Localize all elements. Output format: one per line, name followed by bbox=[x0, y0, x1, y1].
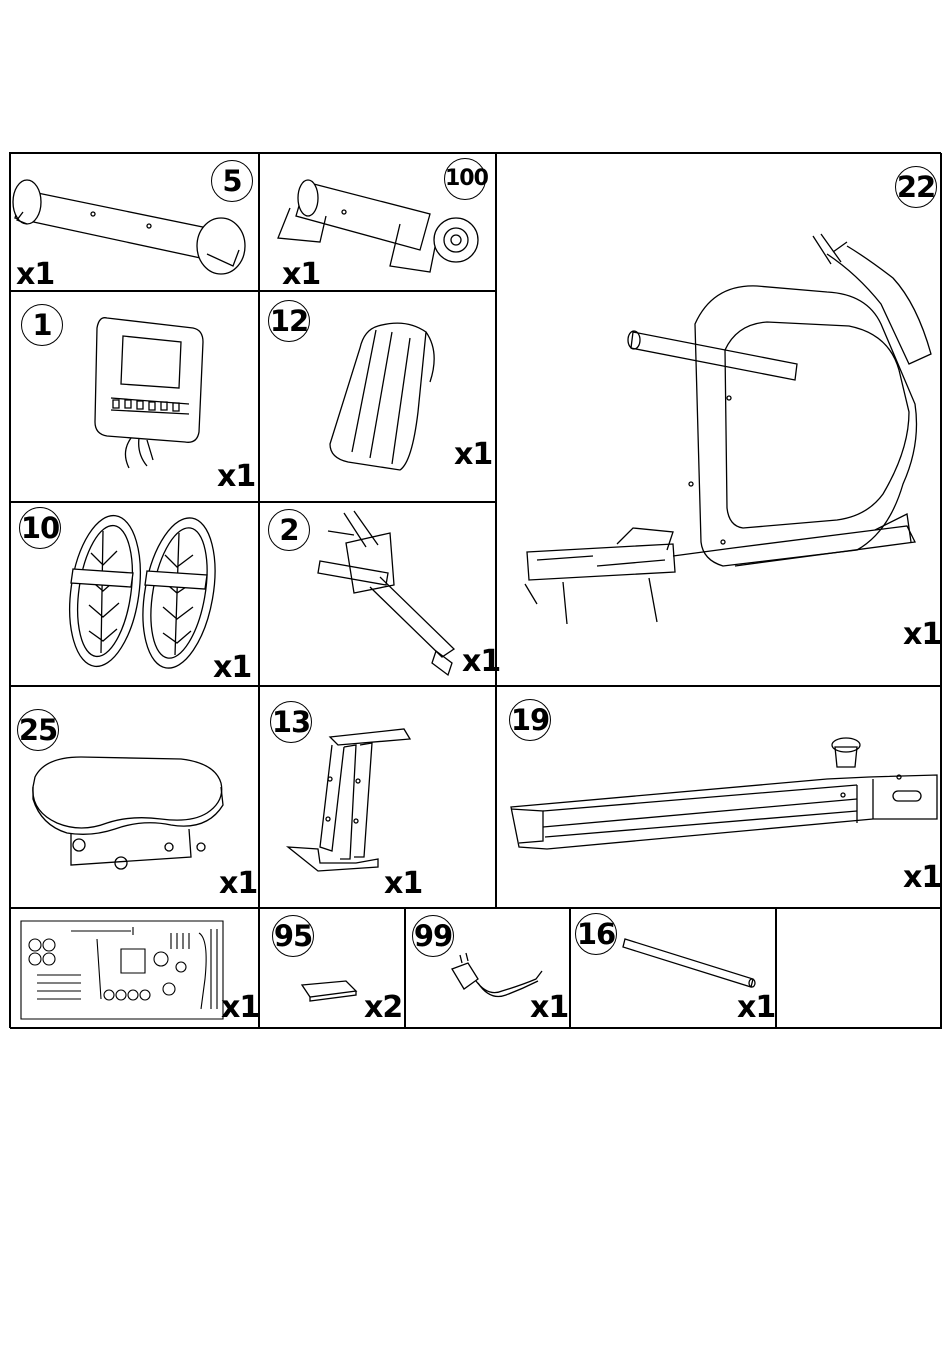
bracket-drawing bbox=[260, 687, 497, 909]
part-cell-frame: 22 x1 bbox=[496, 153, 942, 686]
part-cell-pedals: 10 x1 bbox=[10, 502, 259, 686]
quantity-label: x1 bbox=[221, 993, 259, 1023]
parts-list-grid: 5 x1 100 x1 bbox=[9, 152, 941, 1028]
rail-drawing bbox=[497, 687, 943, 909]
part-cell-adapter: 99 x1 bbox=[405, 908, 570, 1029]
part-cell-rod: 16 x1 bbox=[570, 908, 776, 1029]
quantity-label: x1 bbox=[213, 653, 251, 683]
quantity-label: x1 bbox=[217, 462, 255, 492]
part-cell-bracket: 13 x1 bbox=[259, 686, 496, 908]
quantity-label: x2 bbox=[364, 993, 402, 1023]
part-cell-cover: 12 x1 bbox=[259, 291, 496, 502]
quantity-label: x1 bbox=[16, 260, 54, 290]
quantity-label: x1 bbox=[282, 260, 320, 290]
empty-cell bbox=[776, 908, 942, 1029]
quantity-label: x1 bbox=[737, 993, 775, 1023]
part-cell-hardware: x1 bbox=[10, 908, 259, 1029]
part-cell-flywheel: 100 x1 bbox=[259, 153, 496, 291]
part-cell-seat: 25 x1 bbox=[10, 686, 259, 908]
part-cell-console-mast: 2 x1 bbox=[259, 502, 496, 686]
quantity-label: x1 bbox=[903, 863, 941, 893]
quantity-label: x1 bbox=[384, 869, 422, 899]
quantity-label: x1 bbox=[530, 993, 568, 1023]
quantity-label: x1 bbox=[219, 869, 257, 899]
part-cell-console: 1 x1 bbox=[10, 291, 259, 502]
part-cell-rail: 19 x1 bbox=[496, 686, 942, 908]
frame-drawing bbox=[497, 154, 943, 687]
quantity-label: x1 bbox=[454, 440, 492, 470]
part-cell-tube: 5 x1 bbox=[10, 153, 259, 291]
quantity-label: x1 bbox=[462, 647, 500, 677]
part-cell-plate: 95 x1 x2 bbox=[259, 908, 405, 1029]
quantity-label: x1 bbox=[903, 620, 941, 650]
